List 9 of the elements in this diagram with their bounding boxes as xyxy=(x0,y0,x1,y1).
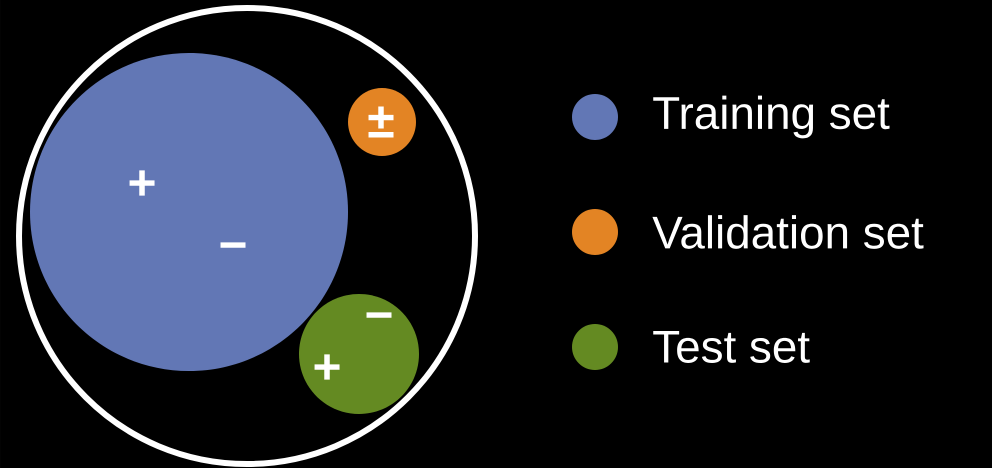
legend-label: Validation set xyxy=(652,215,924,249)
legend-label: Test set xyxy=(653,331,810,363)
sign-label: − xyxy=(366,312,392,318)
sign-label: ± xyxy=(368,106,394,138)
sign-label: + xyxy=(314,354,340,380)
outer-circle xyxy=(16,5,478,467)
sign-label: − xyxy=(220,242,246,248)
legend-label: Training set xyxy=(653,96,890,138)
sign-label: + xyxy=(130,170,155,196)
